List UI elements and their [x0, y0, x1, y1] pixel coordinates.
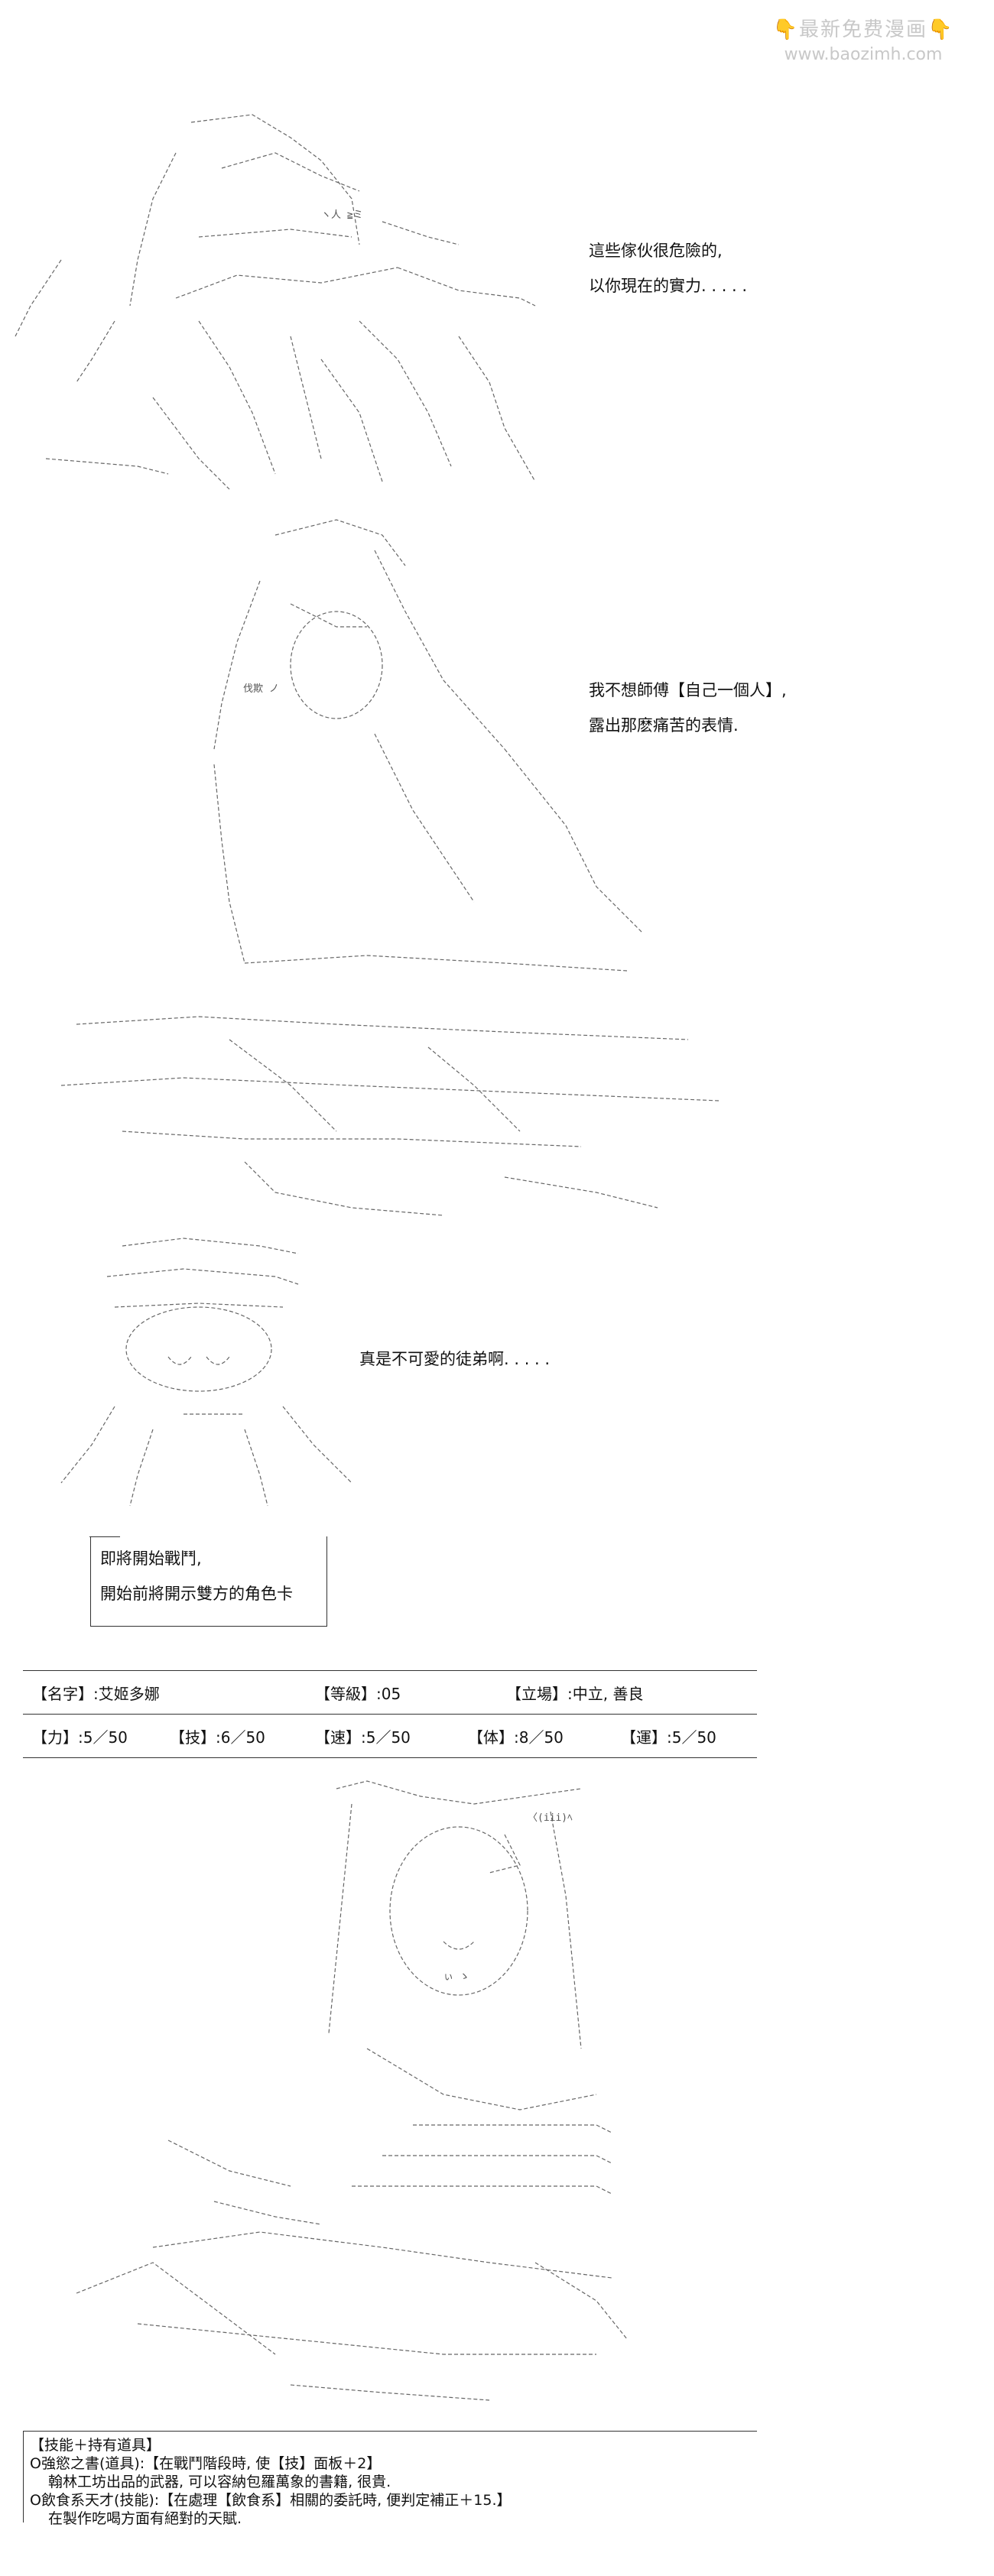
card-stat-speed: 【速】:5／50 [315, 1728, 411, 1747]
long-hair-girl-art: 伐欺 ノ [60, 519, 720, 1216]
watermark: 👇最新免费漫画👇 www.baozimh.com [742, 14, 985, 75]
card-row-stats: 【力】:5／50 【技】:6／50 【速】:5／50 【体】:8／50 【運】:… [23, 1714, 757, 1758]
skill-item-1-title: O強慾之書(道具):【在戰鬥階段時, 使【技】面板＋2】 [30, 2455, 382, 2472]
card-stat-luck: 【運】:5／50 [621, 1728, 716, 1747]
card-stat-str: 【力】:5／50 [32, 1728, 128, 1747]
card-stat-tech: 【技】:6／50 [170, 1728, 265, 1747]
character-card: 【名字】:艾姬多娜 【等級】:05 【立場】:中立, 善良 【力】:5／50 【… [23, 1670, 757, 1758]
panel3-line-1: 真是不可愛的徒弟啊. . . . . [359, 1350, 551, 1368]
hooded-figure-art: ヽ人 ≧ミ [15, 114, 536, 490]
girl-with-book-art: 〈(iii)ﾍ ぃ ゝ [76, 1780, 628, 2401]
skill-item-2-desc: 在製作吃喝方面有絕對的天賦. [48, 2510, 242, 2527]
card-level: 【等級】:05 [315, 1684, 401, 1703]
master-figure-art [60, 1238, 352, 1507]
panel1-face-text: ヽ人 ≧ミ [321, 209, 363, 221]
panel3-dialog: 真是不可愛的徒弟啊. . . . . [359, 1342, 550, 1377]
pointing-down-icon: 👇 [772, 18, 799, 41]
card-stance: 【立場】:中立, 善良 [506, 1684, 644, 1703]
watermark-title: 👇最新免费漫画👇 [772, 18, 954, 41]
notice-line-1: 即將開始戰鬥, [100, 1549, 202, 1568]
panel1-line-1: 這些傢伙很危險的, [589, 242, 723, 260]
panel4-hair-text: 〈(iii)ﾍ [528, 1812, 573, 1824]
panel2-line-2: 露出那麽痛苦的表情. [589, 716, 739, 735]
skills-and-items: 【技能＋持有道具】 O強慾之書(道具):【在戰鬥階段時, 使【技】面板＋2】 翰… [23, 2431, 757, 2527]
panel2-face-text: 伐欺 ノ [243, 683, 279, 695]
panel1-dialog: 這些傢伙很危險的, 以你現在的實力. . . . . [589, 233, 747, 303]
card-row-info: 【名字】:艾姬多娜 【等級】:05 【立場】:中立, 善良 [23, 1670, 757, 1714]
card-name: 【名字】:艾姬多娜 [32, 1684, 160, 1703]
panel2-line-1: 我不想師傅【自己一個人】, [589, 681, 787, 699]
skill-item-1-desc: 翰林工坊出品的武器, 可以容納包羅萬象的書籍, 很貴. [48, 2474, 391, 2490]
notice-line-2: 開始前將開示雙方的角色卡 [100, 1585, 293, 1603]
watermark-url: www.baozimh.com [784, 45, 943, 64]
panel2-dialog: 我不想師傅【自己一個人】, 露出那麽痛苦的表情. [589, 673, 787, 743]
battle-notice-box: 即將開始戰鬥, 開始前將開示雙方的角色卡 [89, 1536, 327, 1627]
pointing-down-icon: 👇 [927, 18, 954, 41]
panel4-mouth-text: ぃ ゝ [443, 1971, 469, 1983]
panel1-line-2: 以你現在的實力. . . . . [589, 277, 748, 295]
skills-header: 【技能＋持有道具】 [30, 2437, 161, 2454]
skill-item-2-title: O飲食系天才(技能):【在處理【飲食系】相關的委託時, 便判定補正＋15.】 [30, 2492, 512, 2509]
card-stat-body: 【体】:8／50 [468, 1728, 564, 1747]
